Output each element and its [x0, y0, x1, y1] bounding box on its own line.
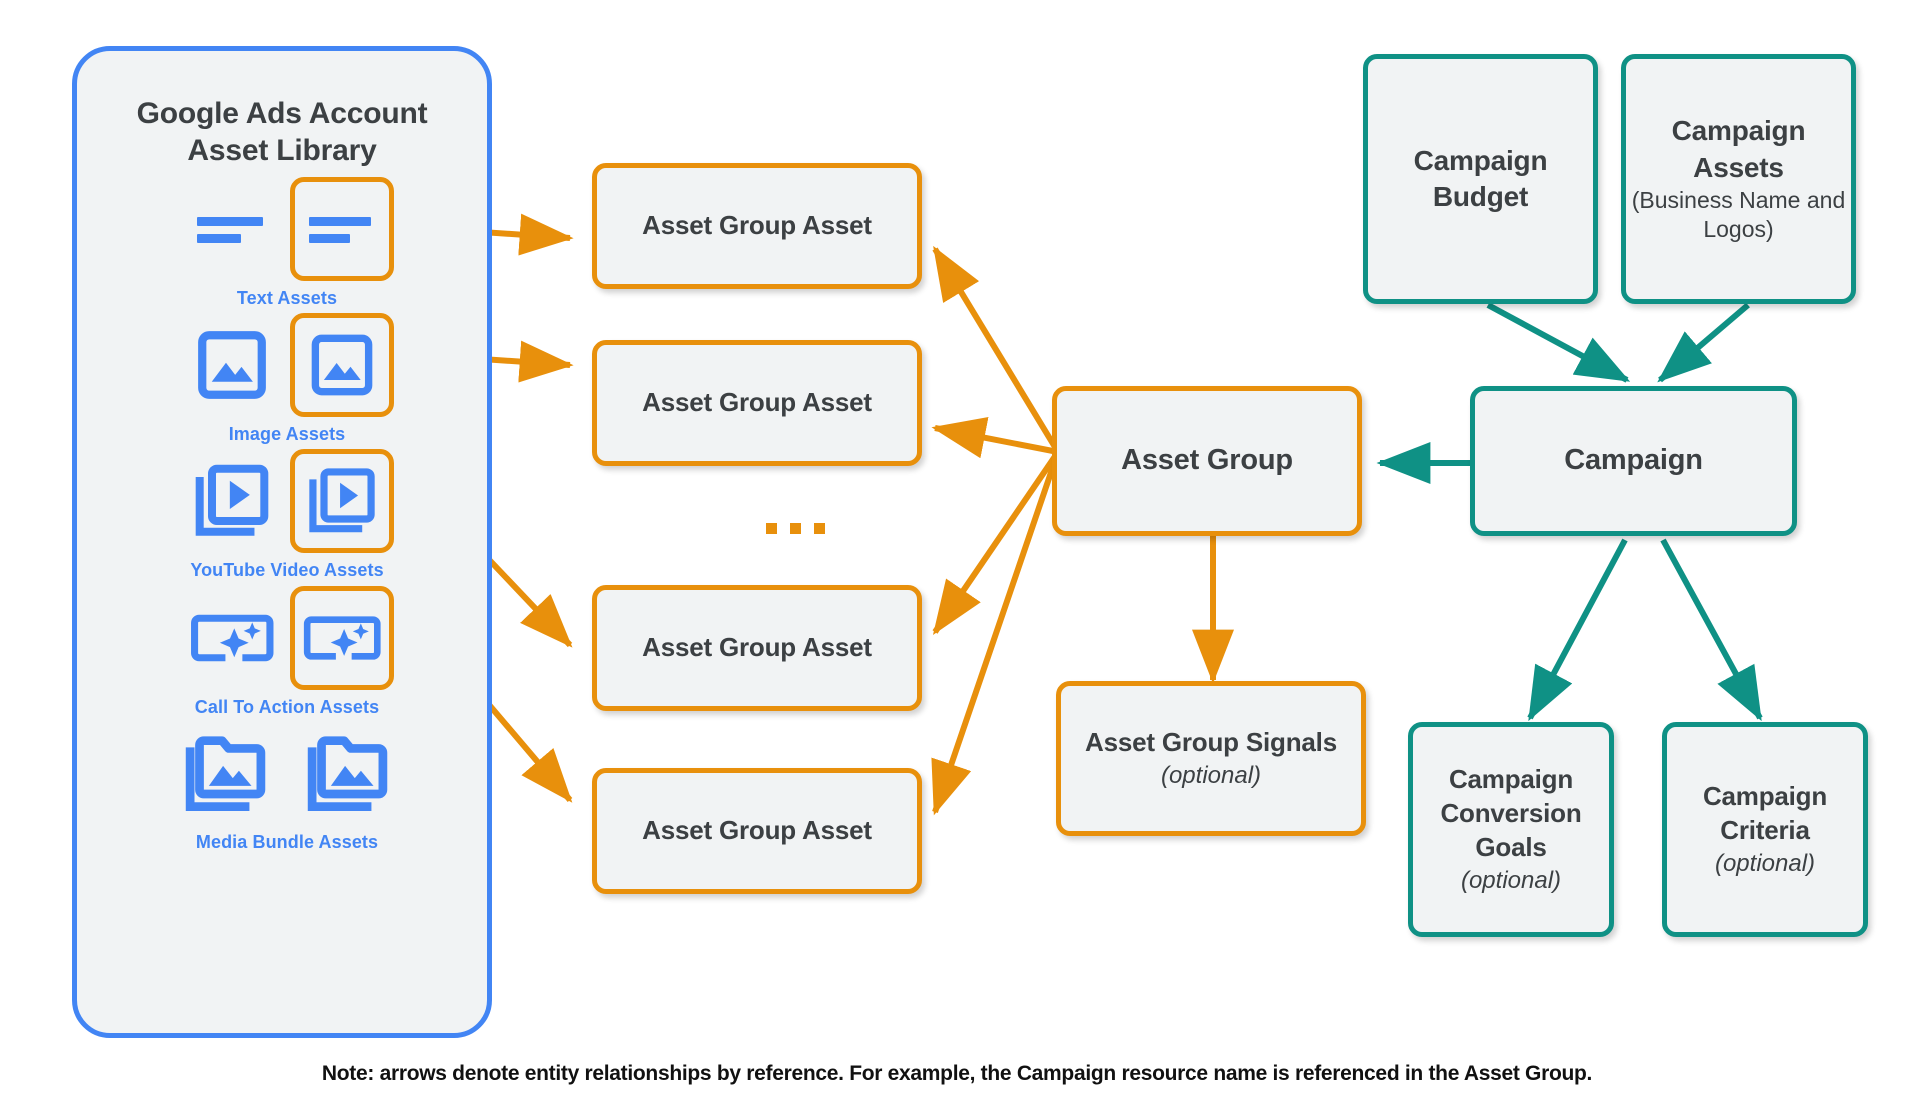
- node-campaign-budget[interactable]: Campaign Budget: [1363, 54, 1598, 304]
- library-title-line2: Asset Library: [187, 134, 377, 168]
- image-icon-selected: [290, 313, 394, 417]
- edge-ag-to-aga2: [931, 417, 1059, 459]
- node-campaign[interactable]: Campaign: [1470, 386, 1797, 536]
- node-asset-group-asset-1[interactable]: Asset Group Asset: [592, 163, 922, 289]
- node-campaign-assets[interactable]: Campaign Assets (Business Name and Logos…: [1621, 54, 1856, 304]
- asset-row-cta: Call To Action Assets: [77, 586, 497, 718]
- node-label: Asset Group Asset: [642, 632, 872, 663]
- ellipsis-dot-1: [766, 523, 777, 534]
- edge-campaign-assets-to-campaign: [1657, 302, 1750, 383]
- ellipsis-dot-3: [814, 523, 825, 534]
- video-stack-icon: [180, 449, 284, 553]
- node-label: Campaign Budget: [1413, 144, 1548, 212]
- call-to-action-sparkle-icon-selected: [290, 586, 394, 690]
- node-label: Asset Group: [1121, 444, 1293, 477]
- node-label: Campaign: [1564, 444, 1703, 477]
- asset-library-panel: Google Ads Account Asset Library: [72, 46, 492, 1038]
- node-label: Asset Group Asset: [642, 815, 872, 846]
- node-asset-group-asset-2[interactable]: Asset Group Asset: [592, 340, 922, 466]
- node-campaign-criteria[interactable]: Campaign Criteria (optional): [1662, 722, 1868, 937]
- node-asset-group-asset-4[interactable]: Asset Group Asset: [592, 768, 922, 894]
- media-bundle-folder-icon: [174, 721, 278, 825]
- node-optional-label: (optional): [1714, 849, 1816, 877]
- media-bundle-folder-icon-2: [296, 721, 400, 825]
- node-label: Asset Group Asset: [642, 210, 872, 241]
- edge-campaign-to-criteria: [1660, 538, 1763, 722]
- asset-row-media-bundle: Media Bundle Assets: [77, 721, 497, 853]
- node-label: Campaign Criteria: [1702, 781, 1828, 845]
- footer-note: Note: arrows denote entity relationships…: [321, 1062, 1593, 1085]
- asset-caption-media-bundle: Media Bundle Assets: [195, 832, 379, 852]
- text-lines-icon: [180, 177, 284, 281]
- library-title: Google Ads Account Asset Library: [77, 95, 487, 169]
- asset-row-text: Text Assets: [77, 177, 497, 309]
- ellipsis-indicator: [766, 523, 825, 534]
- node-sublabel: (Business Name and Logos): [1631, 186, 1846, 243]
- library-title-line1: Google Ads Account: [136, 97, 428, 130]
- asset-caption-text: Text Assets: [236, 288, 338, 308]
- call-to-action-sparkle-icon: [180, 586, 284, 690]
- asset-caption-image: Image Assets: [228, 424, 346, 444]
- node-asset-group-asset-3[interactable]: Asset Group Asset: [592, 585, 922, 711]
- image-icon: [180, 313, 284, 417]
- video-stack-icon-selected: [290, 449, 394, 553]
- node-label: Campaign Conversion Goals: [1440, 764, 1582, 862]
- node-optional-label: (optional): [1460, 866, 1562, 894]
- node-campaign-conversion-goals[interactable]: Campaign Conversion Goals (optional): [1408, 722, 1614, 937]
- edge-ag-to-aga4: [931, 451, 1061, 816]
- asset-caption-cta: Call To Action Assets: [194, 697, 380, 717]
- ellipsis-dot-2: [790, 523, 801, 534]
- node-label: Asset Group Asset: [642, 387, 872, 418]
- text-lines-icon-selected: [290, 177, 394, 281]
- edge-ag-to-aga3: [932, 450, 1061, 635]
- asset-row-video: YouTube Video Assets: [77, 449, 497, 581]
- asset-caption-video: YouTube Video Assets: [190, 560, 384, 580]
- node-asset-group-signals[interactable]: Asset Group Signals (optional): [1056, 681, 1366, 836]
- edge-budget-to-campaign: [1486, 302, 1631, 383]
- node-optional-label: (optional): [1160, 761, 1262, 789]
- node-label: Asset Group Signals: [1085, 727, 1337, 757]
- edge-campaign-to-conversion-goals: [1527, 538, 1628, 722]
- asset-row-image: Image Assets: [77, 313, 497, 445]
- node-label: Campaign Assets: [1671, 115, 1806, 183]
- edge-ag-to-aga1: [932, 245, 1061, 454]
- node-asset-group[interactable]: Asset Group: [1052, 386, 1362, 536]
